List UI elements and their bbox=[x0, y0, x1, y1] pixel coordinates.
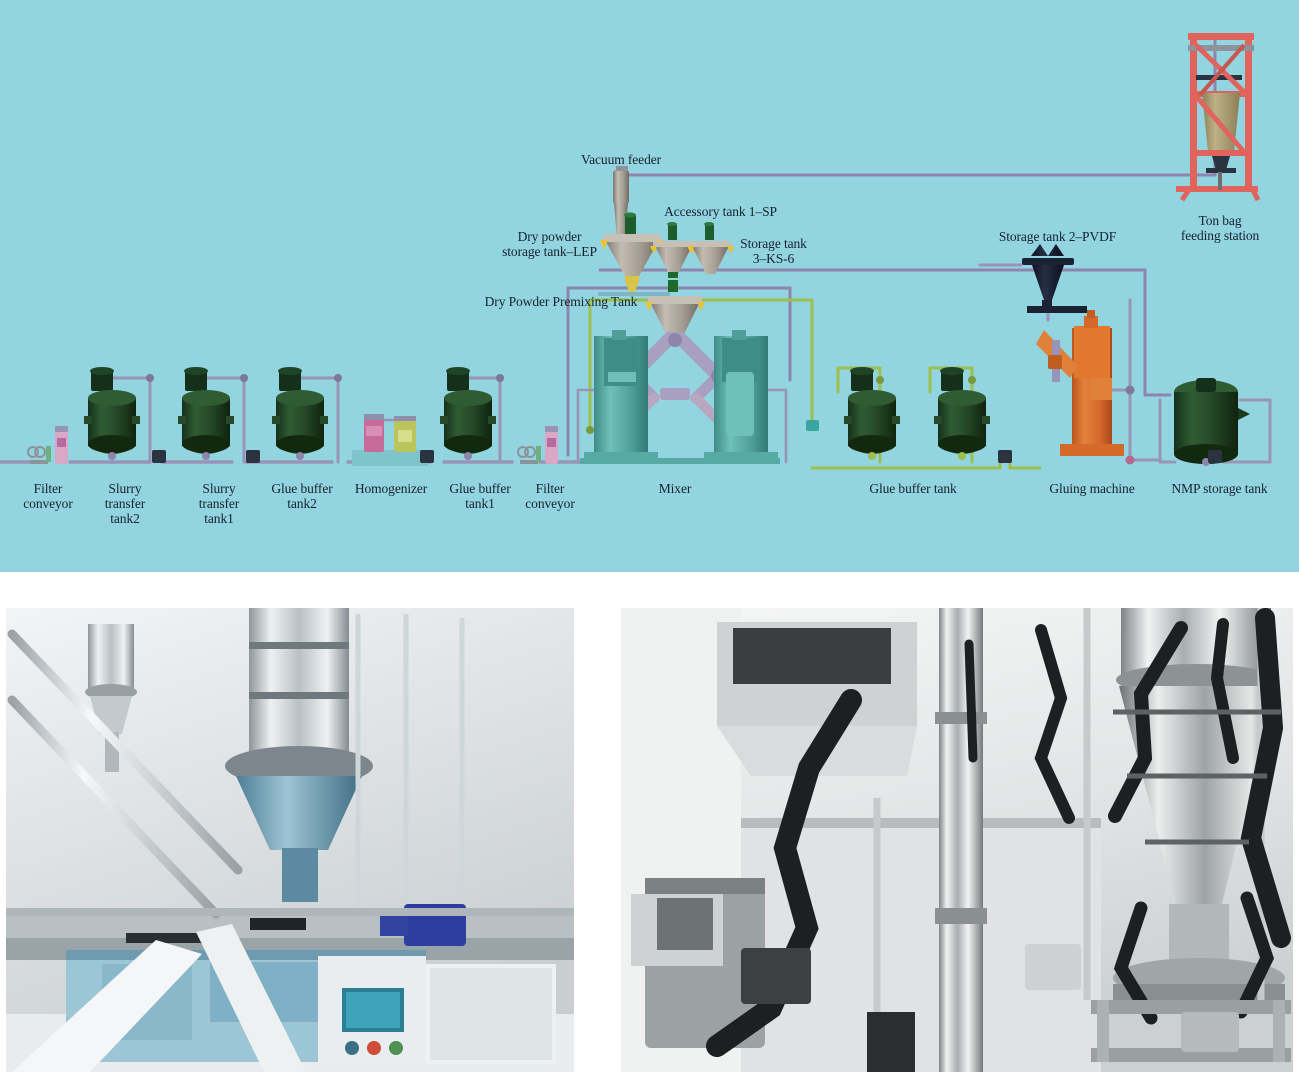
label-accessory-tank-1-sp: Accessory tank 1–SP bbox=[664, 204, 777, 219]
photo-vacuum-feeder-grayscale bbox=[621, 608, 1293, 1072]
label-gluing-machine: Gluing machine bbox=[1049, 481, 1135, 496]
diagram-canvas bbox=[0, 33, 1272, 470]
storage-tank-3-ks-6 bbox=[687, 222, 734, 274]
label-storage-tank-3-ks6: Storage tank 3–KS-6 bbox=[740, 236, 807, 267]
filter-conveyor-2 bbox=[517, 426, 558, 464]
label-dry-powder-premixing: Dry Powder Premixing Tank bbox=[484, 294, 638, 309]
label-filter-conveyor-1: Filter conveyor bbox=[23, 481, 73, 512]
nmp-storage-tank bbox=[1174, 378, 1250, 466]
label-vacuum-feeder: Vacuum feeder bbox=[580, 152, 662, 167]
dry-powder-premixing-tank bbox=[645, 280, 705, 338]
slurry-transfer-tank1 bbox=[178, 367, 234, 460]
label-nmp-storage-tank: NMP storage tank bbox=[1171, 481, 1268, 496]
slurry-transfer-tank2 bbox=[84, 367, 140, 460]
storage-tank-2-pvdf bbox=[1022, 244, 1087, 313]
glue-buffer-tank-a bbox=[844, 367, 900, 460]
label-slurry-transfer-tank1: Slurry transfer tank1 bbox=[198, 481, 240, 527]
label-homogenizer: Homogenizer bbox=[354, 481, 428, 496]
label-dry-powder-storage-lep: Dry powder storage tank–LEP bbox=[502, 229, 597, 260]
vacuum-feeder bbox=[613, 166, 629, 240]
label-glue-buffer-tank1: Glue buffer tank1 bbox=[449, 481, 511, 512]
homogenizer bbox=[352, 414, 428, 466]
glue-buffer-tank1 bbox=[440, 367, 496, 460]
glue-buffer-tank-b bbox=[934, 367, 990, 460]
mixer-vessel-right bbox=[704, 330, 778, 462]
dry-powder-storage-tank-lep bbox=[598, 212, 670, 296]
ton-bag-feeding-station bbox=[1176, 33, 1261, 202]
mixer bbox=[580, 330, 780, 464]
label-glue-buffer-tank2: Glue buffer tank2 bbox=[271, 481, 333, 512]
label-filter-conveyor-2: Filter conveyor bbox=[525, 481, 575, 512]
label-slurry-transfer-tank2: Slurry transfer tank2 bbox=[104, 481, 146, 527]
label-storage-tank-2-pvdf: Storage tank 2–PVDF bbox=[998, 229, 1117, 244]
label-glue-buffer-tank: Glue buffer tank bbox=[869, 481, 957, 496]
mixer-vessel-left bbox=[584, 330, 658, 462]
gluing-machine bbox=[1036, 310, 1124, 456]
photo-row bbox=[0, 572, 1299, 1080]
filter-conveyor-1 bbox=[27, 426, 68, 464]
pumps-and-valves bbox=[146, 374, 1222, 465]
glue-buffer-tank2 bbox=[272, 367, 328, 460]
label-ton-bag-feeding-station: Ton bag feeding station bbox=[1180, 213, 1260, 244]
label-mixer: Mixer bbox=[658, 481, 692, 496]
photo-mixing-plant-color bbox=[6, 608, 574, 1072]
